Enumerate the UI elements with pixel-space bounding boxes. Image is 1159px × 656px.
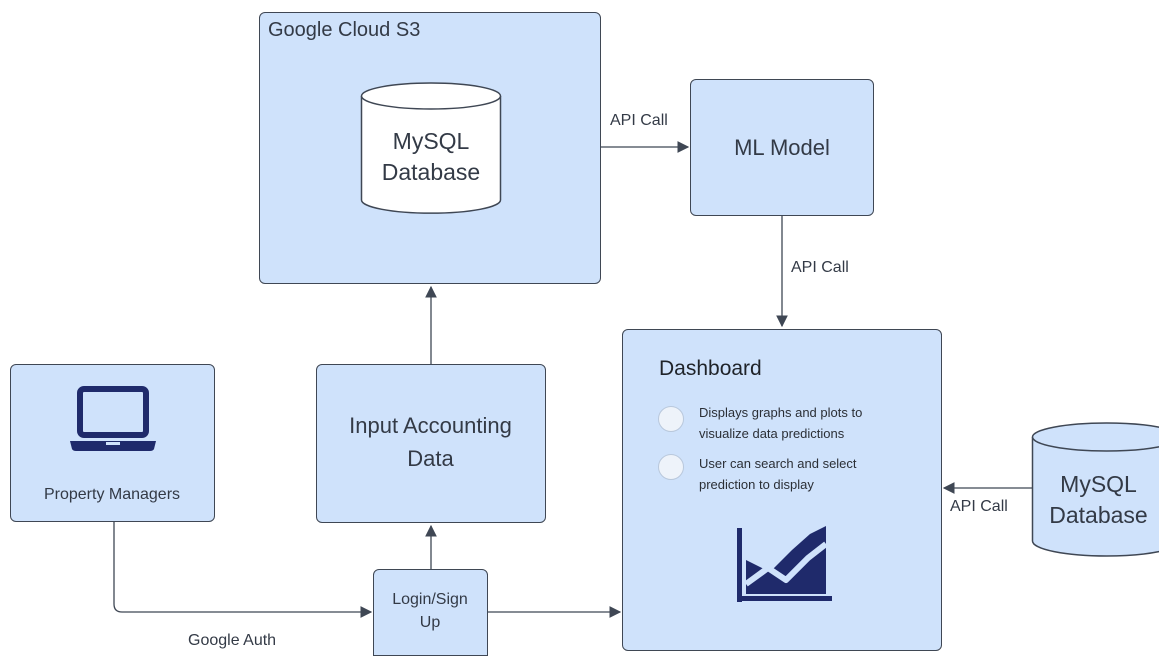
bullet-text-1-line-2: visualize data predictions — [699, 426, 845, 441]
ml-model-node: ML Model — [690, 79, 874, 216]
edge-label-ml-to-dashboard: API Call — [791, 259, 849, 276]
property-managers-node: Property Managers — [10, 364, 215, 522]
login-signup-node: Login/Sign Up — [373, 569, 488, 656]
bullet-text-2-line-2: prediction to display — [699, 477, 814, 492]
external-database-cylinder — [1031, 422, 1159, 557]
edge-label-extdb-to-dashboard: API Call — [950, 498, 1008, 515]
laptop-icon — [70, 386, 156, 451]
external-db-label-2: Database — [1049, 502, 1148, 528]
cloud-db-label-2: Database — [381, 159, 481, 185]
external-db-label-1: MySQL — [1060, 471, 1137, 497]
input-accounting-label-1: Input Accounting — [349, 413, 512, 438]
cloud-db-label-1: MySQL — [392, 128, 470, 154]
input-accounting-label-2: Data — [407, 446, 454, 471]
bullet-text-1-line-1: Displays graphs and plots to — [699, 405, 863, 420]
property-managers-label: Property Managers — [43, 486, 181, 503]
area-chart-icon — [737, 526, 832, 602]
login-signup-label-1: Login/Sign — [392, 591, 468, 608]
dashboard-node: Dashboard Displays graphs and plots to v… — [622, 329, 942, 651]
ml-model-label: ML Model — [734, 134, 830, 160]
bullet-point-2 — [658, 454, 684, 480]
edge-label-managers-to-login: Google Auth — [188, 632, 277, 649]
input-accounting-node: Input Accounting Data — [316, 364, 546, 523]
cloud-database-cylinder — [360, 82, 502, 214]
dashboard-title: Dashboard — [659, 357, 762, 380]
edge-managers-to-login — [113, 522, 373, 618]
edge-label-db-to-ml: API Call — [610, 112, 668, 129]
bullet-text-2-line-1: User can search and select — [699, 456, 857, 471]
bullet-point-1 — [658, 406, 684, 432]
login-signup-label-2: Up — [419, 614, 441, 631]
cloud-title: Google Cloud S3 — [268, 19, 421, 41]
